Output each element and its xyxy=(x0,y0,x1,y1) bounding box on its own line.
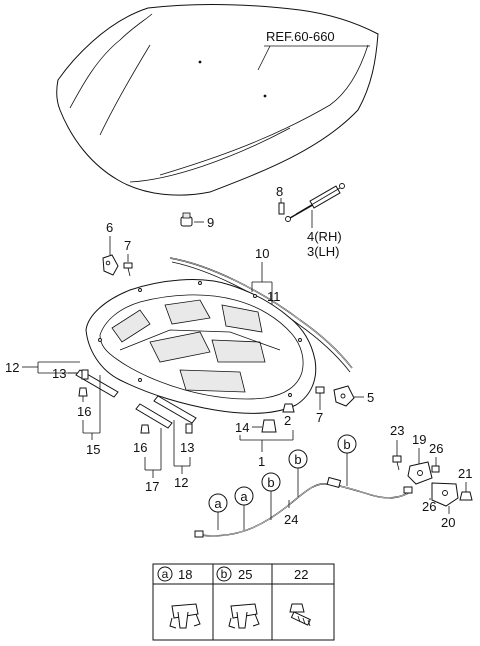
part-14-clip xyxy=(261,419,277,433)
part-13-clip-center xyxy=(185,423,193,434)
callout-12a: 12 xyxy=(5,360,19,375)
legend-part-25: 25 xyxy=(238,567,252,582)
callout-13b: 13 xyxy=(180,440,194,455)
legend-table: a 18 b 25 22 xyxy=(152,563,335,641)
callout-2: 2 xyxy=(284,413,291,428)
part-19-latch xyxy=(407,461,433,485)
svg-text:b: b xyxy=(343,437,350,452)
part-6-hinge xyxy=(102,254,119,276)
callout-4-rh: 4(RH) xyxy=(307,229,342,244)
part-21-nut xyxy=(459,491,473,501)
callout-17: 17 xyxy=(145,479,159,494)
part-20-lock xyxy=(431,482,459,514)
callout-26b: 26 xyxy=(422,499,436,514)
legend-marker-b: b xyxy=(221,567,228,581)
callout-3-lh: 3(LH) xyxy=(307,244,340,259)
callout-12b: 12 xyxy=(174,475,188,490)
part-5-bracket xyxy=(333,385,364,407)
legend-marker-a: a xyxy=(162,567,169,581)
callout-7a: 7 xyxy=(124,238,131,253)
part-8-bolt xyxy=(278,198,285,215)
part-7-bolt-lower xyxy=(315,386,325,410)
callout-16a: 16 xyxy=(77,404,91,419)
callout-8: 8 xyxy=(276,184,283,199)
legend-clip-18-drawing xyxy=(169,603,201,629)
svg-text:a: a xyxy=(214,496,222,511)
callout-19: 19 xyxy=(412,432,426,447)
part-17-strip xyxy=(135,403,173,429)
marker-b-2: b xyxy=(288,449,308,497)
callout-24: 24 xyxy=(284,512,298,527)
part-13-clip-left xyxy=(81,369,89,380)
marker-a-2: a xyxy=(234,486,254,530)
part-16-pin-left xyxy=(78,387,88,402)
hood-panel xyxy=(56,3,379,196)
part-23-bolt xyxy=(392,455,402,471)
legend-part-22: 22 xyxy=(294,567,308,582)
callout-13a: 13 xyxy=(52,366,66,381)
part-26-bolt-upper xyxy=(431,465,440,473)
marker-a-1: a xyxy=(208,493,228,530)
callout-21: 21 xyxy=(458,466,472,481)
legend-part-18: 18 xyxy=(178,567,192,582)
callout-5: 5 xyxy=(367,390,374,405)
part-24-release-cable xyxy=(194,476,413,538)
legend-clip-25-drawing xyxy=(228,603,260,629)
callout-15: 15 xyxy=(86,442,100,457)
callout-14: 14 xyxy=(235,420,249,435)
marker-b-3: b xyxy=(337,434,357,486)
part-2-nut xyxy=(282,403,295,413)
part-gas-lifter xyxy=(285,183,345,228)
callout-10: 10 xyxy=(255,246,269,261)
callout-23: 23 xyxy=(390,423,404,438)
part-9-bumper xyxy=(180,212,204,227)
part-16-pin-center xyxy=(140,424,150,434)
svg-text:b: b xyxy=(294,452,301,467)
callout-6: 6 xyxy=(106,220,113,235)
part-12-strip-center xyxy=(153,395,197,424)
part-7-bolt-upper xyxy=(123,262,133,277)
hood-inner-panel xyxy=(85,279,317,414)
ref-label: REF.60-660 xyxy=(266,29,335,44)
svg-text:b: b xyxy=(267,475,274,490)
callout-26a: 26 xyxy=(429,441,443,456)
legend-bolt-22-drawing xyxy=(289,603,311,627)
callout-1: 1 xyxy=(258,454,265,469)
callout-20: 20 xyxy=(441,515,455,530)
callout-9: 9 xyxy=(207,215,214,230)
callout-7b: 7 xyxy=(316,410,323,425)
svg-text:a: a xyxy=(240,489,248,504)
marker-b-1: b xyxy=(261,472,281,520)
callout-16b: 16 xyxy=(133,440,147,455)
callout-11: 11 xyxy=(267,289,281,304)
